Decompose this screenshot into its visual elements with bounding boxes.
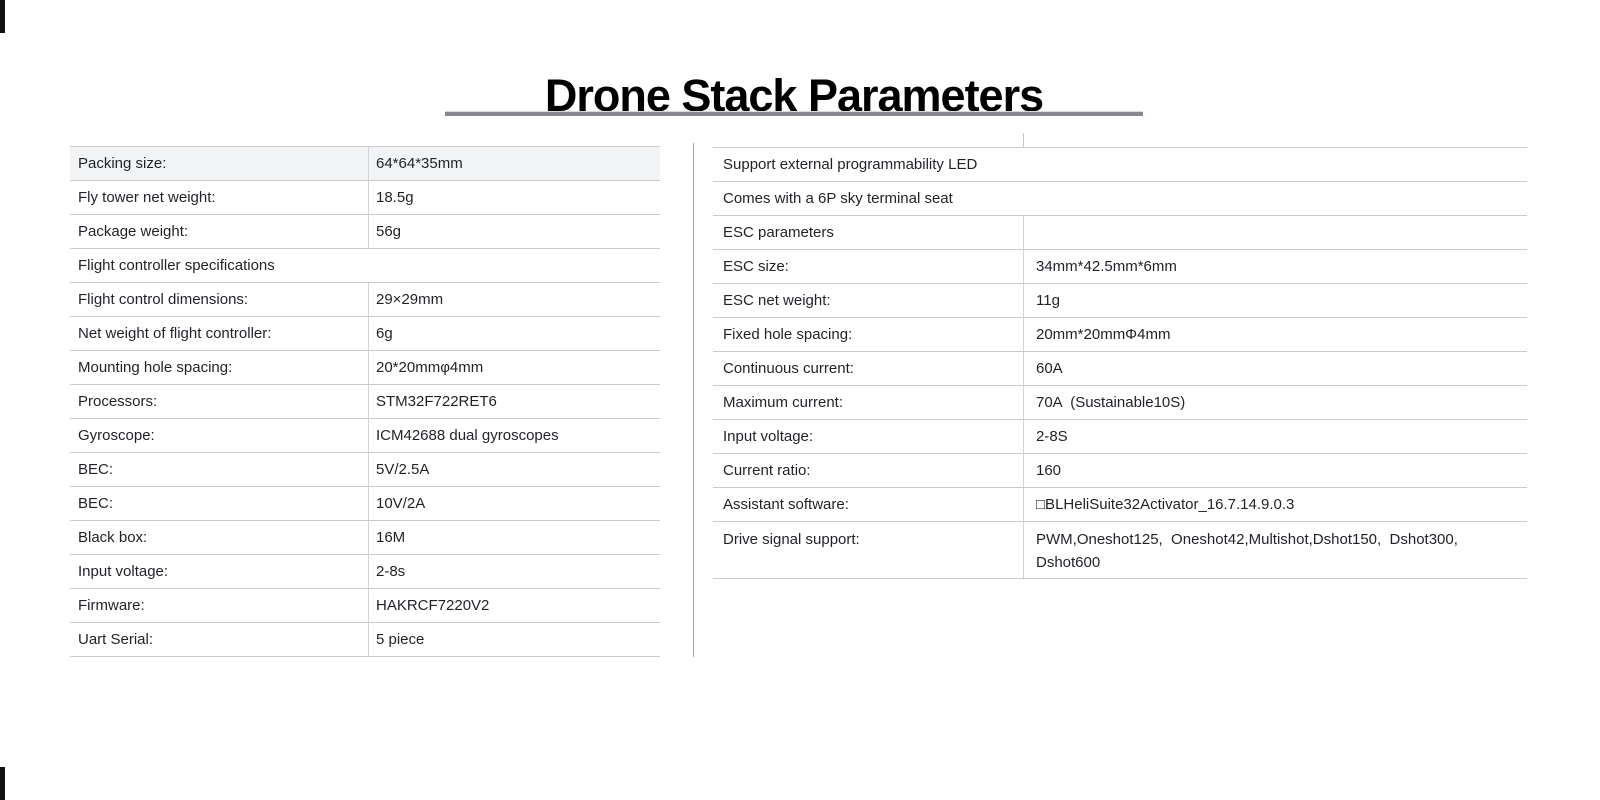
table-row: Support external programmability LED <box>713 147 1527 181</box>
spec-value: 6g <box>368 317 660 350</box>
spec-label: Flight controller specifications <box>78 257 275 274</box>
spec-value: 64*64*35mm <box>368 147 660 180</box>
spec-label: BEC: <box>78 495 114 512</box>
spec-value: 10V/2A <box>368 487 660 520</box>
spec-label: ESC net weight: <box>723 292 831 309</box>
spec-value: HAKRCF7220V2 <box>368 589 660 622</box>
spec-value: 34mm*42.5mm*6mm <box>1023 250 1527 283</box>
spec-value: 20mm*20mmΦ4mm <box>1023 318 1527 351</box>
table-row: Fixed hole spacing: 20mm*20mmΦ4mm <box>713 317 1527 351</box>
spec-label: Drive signal support: <box>723 531 860 548</box>
spec-value: 2-8s <box>368 555 660 588</box>
spec-label: Uart Serial: <box>78 631 154 648</box>
spec-value: 70A (Sustainable10S) <box>1023 386 1527 419</box>
spec-label: Assistant software: <box>723 496 849 513</box>
table-row: Firmware: HAKRCF7220V2 <box>70 588 660 622</box>
table-row: Net weight of flight controller: 6g <box>70 316 660 350</box>
spec-label: Package weight: <box>78 223 189 240</box>
table-row: BEC: 10V/2A <box>70 486 660 520</box>
spec-value: 29×29mm <box>368 283 660 316</box>
spec-value: □BLHeliSuite32Activator_16.7.14.9.0.3 <box>1023 488 1527 521</box>
spec-label: Maximum current: <box>723 394 844 411</box>
table-row: Gyroscope: ICM42688 dual gyroscopes <box>70 418 660 452</box>
table-row: Fly tower net weight: 18.5g <box>70 180 660 214</box>
spec-label: Gyroscope: <box>78 427 155 444</box>
spec-value: ICM42688 dual gyroscopes <box>368 419 660 452</box>
spec-value: PWM,Oneshot125, Oneshot42,Multishot,Dsho… <box>1023 522 1527 578</box>
screenshot-edge-artifact-bottom <box>0 767 5 800</box>
spec-label: Flight control dimensions: <box>78 291 249 308</box>
spec-value: 20*20mmφ4mm <box>368 351 660 384</box>
spec-label: BEC: <box>78 461 114 478</box>
spec-label: Net weight of flight controller: <box>78 325 272 342</box>
spec-label: Support external programmability LED <box>723 156 978 173</box>
table-row: ESC size: 34mm*42.5mm*6mm <box>713 249 1527 283</box>
spec-label: Mounting hole spacing: <box>78 359 233 376</box>
right-table-left-rule <box>693 143 694 657</box>
table-row: Drive signal support: PWM,Oneshot125, One… <box>713 521 1527 578</box>
spec-value: 18.5g <box>368 181 660 214</box>
spec-value <box>1023 216 1527 249</box>
table-row: ESC net weight: 11g <box>713 283 1527 317</box>
spec-value: 2-8S <box>1023 420 1527 453</box>
spec-label: Input voltage: <box>723 428 814 445</box>
spec-label: ESC parameters <box>723 224 834 241</box>
table-row: Maximum current: 70A (Sustainable10S) <box>713 385 1527 419</box>
table-row: Current ratio: 160 <box>713 453 1527 487</box>
spec-value: 60A <box>1023 352 1527 385</box>
table-row: Package weight: 56g <box>70 214 660 248</box>
screenshot-edge-artifact-top <box>0 0 5 33</box>
table-row: Input voltage: 2-8S <box>713 419 1527 453</box>
cutoff-row-divider-fragment <box>1023 133 1024 147</box>
spec-value: 5V/2.5A <box>368 453 660 486</box>
spec-value: 56g <box>368 215 660 248</box>
spec-label: Firmware: <box>78 597 145 614</box>
table-row: Input voltage: 2-8s <box>70 554 660 588</box>
spec-label: Continuous current: <box>723 360 854 377</box>
table-row: Flight control dimensions: 29×29mm <box>70 282 660 316</box>
table-row: Uart Serial: 5 piece <box>70 622 660 656</box>
spec-label: Input voltage: <box>78 563 169 580</box>
table-row: Mounting hole spacing: 20*20mmφ4mm <box>70 350 660 384</box>
spec-value: 160 <box>1023 454 1527 487</box>
spec-label: Black box: <box>78 529 148 546</box>
spec-label: Current ratio: <box>723 462 811 479</box>
spec-label: ESC size: <box>723 258 789 275</box>
spec-label: Processors: <box>78 393 158 410</box>
spec-label: Fly tower net weight: <box>78 189 216 206</box>
spec-value: 16M <box>368 521 660 554</box>
table-row: Black box: 16M <box>70 520 660 554</box>
spec-value: 5 piece <box>368 623 660 656</box>
table-row: Assistant software: □BLHeliSuite32Activat… <box>713 487 1527 521</box>
table-row: Flight controller specifications <box>70 248 660 282</box>
table-row: ESC parameters <box>713 215 1527 249</box>
title-underline <box>445 111 1143 116</box>
table-row: BEC: 5V/2.5A <box>70 452 660 486</box>
table-row: Packing size: 64*64*35mm <box>70 146 660 180</box>
table-row: Processors: STM32F722RET6 <box>70 384 660 418</box>
spec-label: Packing size: <box>78 155 167 172</box>
table-row: Comes with a 6P sky terminal seat <box>713 181 1527 215</box>
spec-value: 11g <box>1023 284 1527 317</box>
spec-value: STM32F722RET6 <box>368 385 660 418</box>
spec-label: Fixed hole spacing: <box>723 326 853 343</box>
spec-label: Comes with a 6P sky terminal seat <box>723 190 953 207</box>
esc-spec-table: Support external programmability LED Come… <box>713 147 1527 579</box>
table-row: Continuous current: 60A <box>713 351 1527 385</box>
